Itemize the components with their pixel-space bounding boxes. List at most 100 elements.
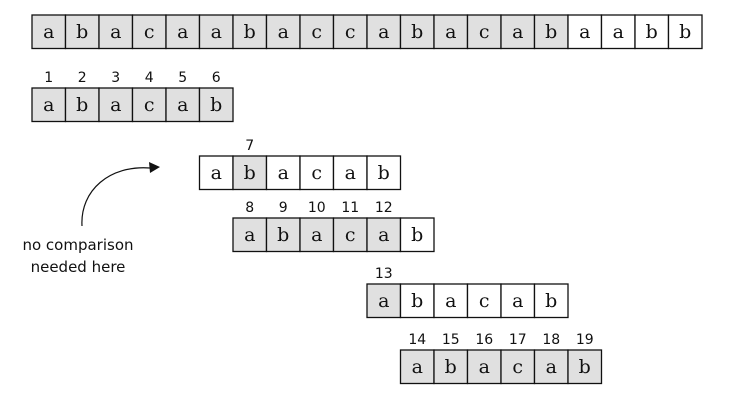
comparison-number: 11 — [341, 200, 359, 216]
text-cell-char: a — [177, 21, 188, 43]
text-cell-char: b — [244, 21, 256, 43]
pattern-cell-char: c — [345, 224, 356, 246]
annotation: no comparison needed here — [22, 162, 160, 276]
text-cell: b — [232, 14, 268, 50]
text-cell-char: a — [613, 21, 624, 43]
annotation-line-2: needed here — [31, 258, 126, 276]
pattern-cell-char: c — [144, 94, 155, 116]
pattern-cell: b — [399, 283, 435, 319]
pattern-cell-char: a — [445, 290, 456, 312]
pattern-cell-char: c — [479, 290, 490, 312]
pattern-cell-char: a — [512, 290, 523, 312]
pattern-cell: a — [533, 349, 569, 385]
text-cell-box — [533, 14, 569, 50]
pattern-cell-box — [533, 283, 569, 319]
pattern-cell-box — [232, 155, 268, 191]
comparison-number: 19 — [576, 332, 594, 348]
pattern-cell-box — [399, 349, 435, 385]
text-cell-char: a — [579, 21, 590, 43]
comparison-number: 5 — [178, 70, 187, 86]
pattern-cell: c — [500, 349, 536, 385]
text-cell-char: a — [278, 21, 289, 43]
pattern-cell-box — [466, 283, 502, 319]
text-cell: b — [64, 14, 100, 50]
text-cell-char: b — [76, 21, 88, 43]
comparison-number: 8 — [245, 200, 254, 216]
pattern-cell-box — [98, 87, 134, 123]
pattern-cell-char: a — [177, 94, 188, 116]
pattern-cell-box — [198, 155, 234, 191]
pattern-cell-box — [265, 217, 301, 253]
text-cell: c — [466, 14, 502, 50]
text-cell: a — [366, 14, 402, 50]
pattern-cell-box — [433, 349, 469, 385]
pattern-cell-char: b — [579, 356, 591, 378]
text-cell-char: b — [646, 21, 658, 43]
comparison-number: 13 — [375, 266, 393, 282]
pattern-cell-box — [198, 87, 234, 123]
pattern-cell: b — [64, 87, 100, 123]
pattern-cell-char: b — [378, 162, 390, 184]
annotation-arrow-curve — [81, 167, 151, 227]
comparison-number: 7 — [245, 138, 254, 154]
pattern-cell: c — [299, 155, 335, 191]
comparison-number: 14 — [408, 332, 426, 348]
comparison-number: 15 — [442, 332, 460, 348]
pattern-cell-box — [332, 217, 368, 253]
pattern-cell-box — [399, 283, 435, 319]
comparison-number: 4 — [145, 70, 154, 86]
text-cell: a — [98, 14, 134, 50]
pattern-cell: a — [433, 283, 469, 319]
pattern-cell-char: a — [378, 290, 389, 312]
pattern-cell-char: a — [244, 224, 255, 246]
pattern-cell-char: a — [345, 162, 356, 184]
pattern-cell: a — [399, 349, 435, 385]
text-cell-box — [433, 14, 469, 50]
pattern-cell-char: b — [76, 94, 88, 116]
pattern-cell-box — [500, 349, 536, 385]
text-cell: a — [433, 14, 469, 50]
pattern-cell-char: a — [43, 94, 54, 116]
pattern-cell: a — [332, 155, 368, 191]
pattern-cell: c — [332, 217, 368, 253]
text-cell-box — [567, 14, 603, 50]
text-cell-box — [165, 14, 201, 50]
text-cell: a — [198, 14, 234, 50]
pattern-cell-char: c — [512, 356, 523, 378]
pattern-cell: a — [232, 217, 268, 253]
text-cell: b — [667, 14, 703, 50]
pattern-cell-char: b — [445, 356, 457, 378]
text-cell-char: b — [545, 21, 557, 43]
comparison-number: 12 — [375, 200, 393, 216]
pattern-cell-box — [533, 349, 569, 385]
text-cell-box — [634, 14, 670, 50]
pattern-cell-char: a — [278, 162, 289, 184]
text-cell-char: c — [479, 21, 490, 43]
comparison-number: 2 — [78, 70, 87, 86]
text-cell-box — [98, 14, 134, 50]
text-cell-box — [667, 14, 703, 50]
pattern-cell-box — [366, 217, 402, 253]
text-cell: a — [600, 14, 636, 50]
comparison-number: 18 — [542, 332, 560, 348]
pattern-cell: b — [366, 155, 402, 191]
pattern-cell: c — [466, 283, 502, 319]
text-cell-box — [198, 14, 234, 50]
text-cell: a — [500, 14, 536, 50]
pattern-cell-char: a — [211, 162, 222, 184]
text-cell-char: a — [110, 21, 121, 43]
comparison-number: 3 — [111, 70, 120, 86]
pattern-cell-char: a — [412, 356, 423, 378]
pattern-cell-char: a — [311, 224, 322, 246]
pattern-cell-char: b — [411, 224, 423, 246]
pattern-cell-box — [567, 349, 603, 385]
annotation-arrowhead-icon — [149, 162, 160, 173]
text-cell: c — [299, 14, 335, 50]
text-cell-char: c — [311, 21, 322, 43]
